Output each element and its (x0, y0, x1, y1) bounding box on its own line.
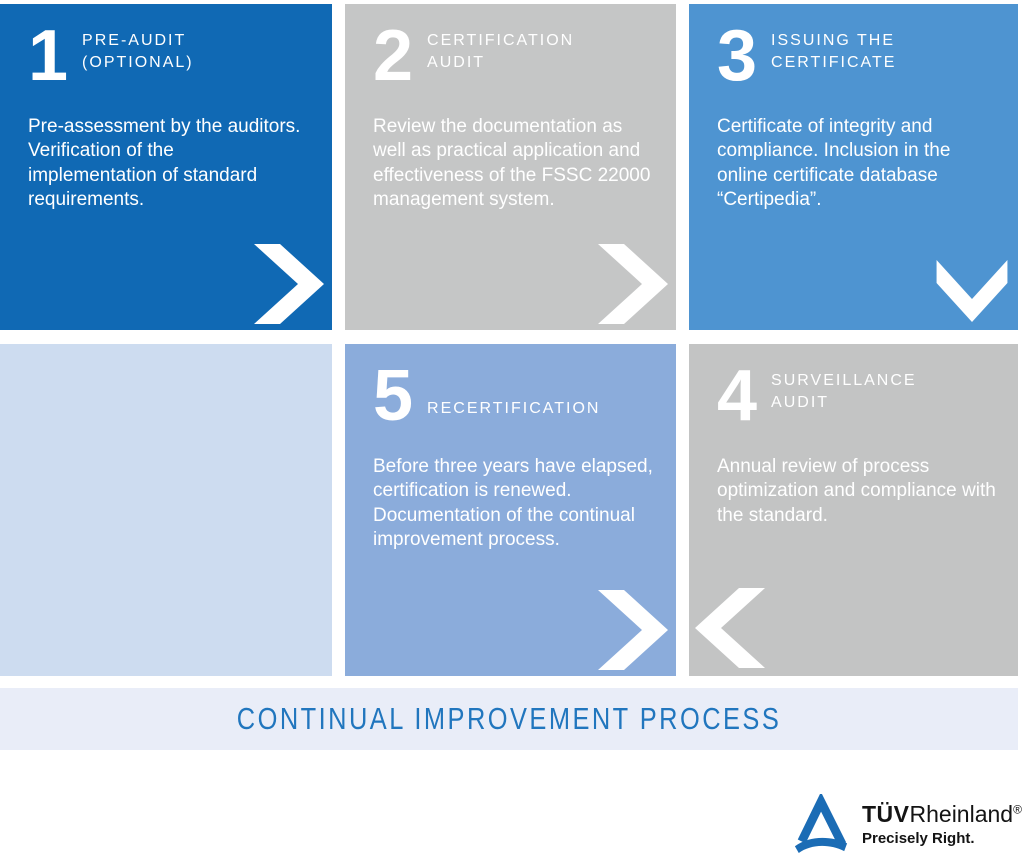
chevron-right-icon (598, 590, 668, 670)
empty-filler-tile (0, 344, 332, 676)
continual-improvement-banner: CONTINUAL IMPROVEMENT PROCESS (0, 688, 1018, 750)
step-description: Pre-assessment by the auditors. Verifica… (28, 115, 301, 210)
step-box-recertification: 5 RECERTIFICATION Before three years hav… (345, 344, 676, 676)
chevron-left-icon (695, 588, 765, 668)
step-number: 4 (717, 356, 757, 436)
step-box-issuing-certificate: 3 ISSUING THE CERTIFICATE Certificate of… (689, 4, 1018, 330)
step-header: 2 CERTIFICATION AUDIT (373, 16, 656, 96)
logo-tagline: Precisely Right. (862, 830, 975, 848)
tuv-rheinland-triangle-icon (794, 794, 848, 854)
banner-label: CONTINUAL IMPROVEMENT PROCESS (236, 701, 782, 736)
registered-trademark-symbol: ® (1013, 802, 1022, 817)
step-box-certification-audit: 2 CERTIFICATION AUDIT Review the documen… (345, 4, 676, 330)
step-description: Review the documentation as well as prac… (373, 115, 651, 210)
step-number: 2 (373, 16, 413, 96)
step-number: 1 (28, 16, 68, 96)
chevron-right-icon (598, 244, 668, 324)
step-number: 3 (717, 16, 757, 96)
step-header: 4 SURVEILLANCE AUDIT (717, 356, 998, 436)
chevron-right-icon (254, 244, 324, 324)
logo-brand-tuv: TÜV (862, 801, 910, 827)
chevron-down-icon (936, 260, 1008, 322)
step-number: 5 (373, 356, 413, 436)
step-title: PRE-AUDIT (OPTIONAL) (82, 32, 194, 71)
step-title: CERTIFICATION AUDIT (427, 32, 575, 71)
step-description: Annual review of process optimization an… (717, 455, 996, 526)
logo-text-block: TÜVRheinland® Precisely Right. (862, 792, 1022, 847)
step-header: 5 RECERTIFICATION (373, 356, 656, 436)
step-title: RECERTIFICATION (427, 400, 601, 418)
step-box-surveillance-audit: 4 SURVEILLANCE AUDIT Annual review of pr… (689, 344, 1018, 676)
step-description: Before three years have elapsed, certifi… (373, 455, 653, 550)
tuv-rheinland-logo: TÜVRheinland® Precisely Right. (792, 792, 1022, 856)
logo-brand-name: TÜVRheinland® (862, 801, 1022, 827)
step-header: 3 ISSUING THE CERTIFICATE (717, 16, 998, 96)
step-header: 1 PRE-AUDIT (OPTIONAL) (28, 16, 312, 96)
logo-brand-rheinland: Rheinland (909, 801, 1014, 827)
step-title: SURVEILLANCE AUDIT (771, 372, 917, 411)
step-title: ISSUING THE CERTIFICATE (771, 32, 897, 71)
step-box-pre-audit: 1 PRE-AUDIT (OPTIONAL) Pre-assessment by… (0, 4, 332, 330)
step-description: Certificate of integrity and compliance.… (717, 115, 951, 210)
